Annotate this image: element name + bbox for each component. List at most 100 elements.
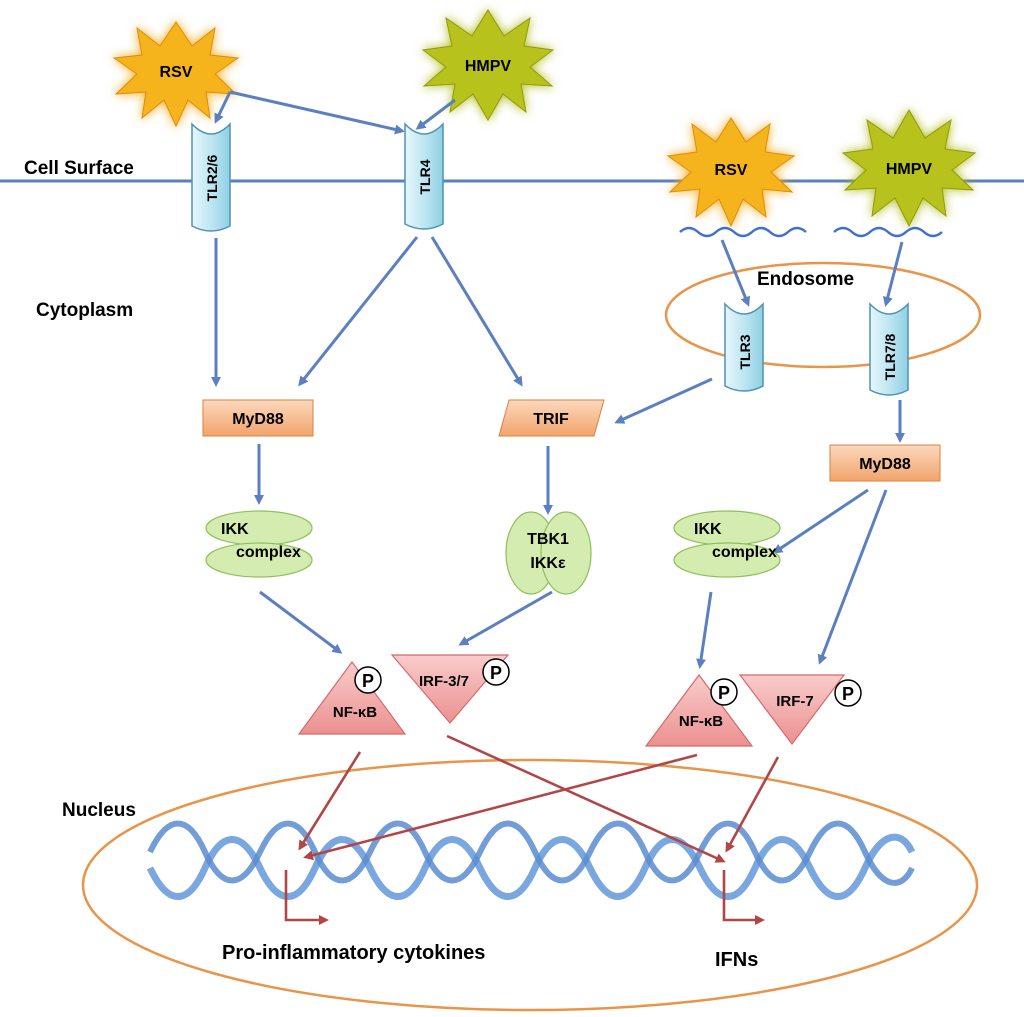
irf37-phospho-circle [482,658,510,686]
irf37-factor: IRF-3/7 P [390,654,510,724]
arrow-rsv-to-tlr26 [214,91,232,124]
tlr78-label: TLR7/8 [882,333,898,380]
tbk1-ikke-complex: TBK1 IKKε [505,511,592,595]
ikk-complex-left: IKK complex [205,510,313,578]
arrow-irf7-to-ifn-gene [725,756,780,853]
tlr3-receptor-shape [724,302,764,392]
arrow-rsv-rna-to-tlr3 [720,239,750,307]
myd88-right-label: MyD88 [859,456,911,473]
dna-strand-b [147,820,915,886]
tbk1-label-line1: TBK1 [527,531,569,548]
arrow-myd88-to-irf7 [817,489,888,665]
nfkb-left-label: NF-κB [333,704,377,721]
ikk-right-bottom-ellipse [673,542,781,578]
rsv-endosome-virus: RSV [666,117,796,228]
tlr78-receptor-shape [869,302,909,396]
ikk-left-label-line1: IKK [221,521,249,538]
nfkb-right-triangle [644,673,754,747]
rsv-surface-label: RSV [160,64,193,81]
ifns-label: IFNs [715,949,758,971]
nucleus-compartment [81,758,979,1012]
arrow-tbk1-to-irf37 [458,590,553,646]
arrow-hmpv-to-tlr4 [415,98,456,130]
trif-adaptor: TRIF [498,399,605,437]
irf7-label: IRF-7 [776,693,814,710]
myd88-left-box [202,399,314,437]
cytokines-label: Pro-inflammatory cytokines [222,942,485,964]
hmpv-endosome-virus: HMPV [841,108,977,228]
nfkb-left-factor: NF-κB P [297,660,407,735]
arrow-nfkb-right-to-cytokine-gene [303,753,698,861]
tbk1-label-line2: IKKε [530,555,566,572]
rsv-viral-rna [679,226,807,238]
endosome-label: Endosome [757,269,854,290]
arrow-rsv-to-tlr4 [229,90,405,135]
arrow-cytokine-transcription [284,870,329,925]
myd88-right-box [829,444,941,482]
arrow-ifn-transcription [722,870,765,925]
dna-helix [146,820,916,900]
irf7-phospho-label: P [842,684,854,704]
arrow-hmpv-rna-to-tlr78 [882,241,904,307]
irf7-factor: IRF-7 P [738,674,862,745]
nfkb-left-phospho-label: P [362,671,374,691]
arrow-irf37-to-ifn-gene [446,734,726,863]
arrow-myd88-to-ikk-right [772,488,869,554]
hmpv-viral-rna [833,226,943,238]
ikk-complex-right: IKK complex [673,510,781,578]
ikk-right-label-line1: IKK [694,521,722,538]
arrow-tlr4-to-myd88 [298,236,419,387]
nfkb-right-phospho-circle [710,678,738,706]
tlr78-receptor: TLR7/8 [869,302,909,396]
hmpv-endosome-label: HMPV [886,161,933,178]
myd88-right-adaptor: MyD88 [829,444,941,482]
hmpv-surface-label: HMPV [465,58,512,75]
ikk-left-label-line2: complex [236,544,301,561]
rsv-surface-star [112,21,240,128]
trif-box [498,399,605,437]
tlr3-label: TLR3 [737,334,753,369]
irf7-triangle [738,674,846,745]
tlr26-label: TLR2/6 [204,154,220,201]
arrow-ikk-right-to-nfkb [696,591,713,669]
rsv-endosome-star [666,117,796,228]
tlr3-receptor: TLR3 [724,302,764,392]
irf7-phospho-circle [834,679,862,707]
ikk-right-label-line2: complex [712,544,777,561]
irf37-phospho-label: P [490,663,502,683]
tlr4-label: TLR4 [417,159,433,194]
nfkb-right-label: NF-κB [679,713,723,730]
blue-signal-arrows [211,90,905,669]
tbk1-right-lobe [540,511,592,595]
trif-label: TRIF [533,411,569,428]
endosome-compartment [664,261,982,369]
hmpv-endosome-star [841,108,977,228]
nfkb-right-factor: NF-κB P [644,673,754,747]
arrow-tlr3-to-trif [614,377,713,424]
nfkb-left-triangle [297,660,407,735]
tlr26-receptor-shape [191,122,231,232]
ikk-left-bottom-ellipse [205,542,313,578]
cytoplasm-label: Cytoplasm [36,300,133,321]
hmpv-surface-virus: HMPV [421,9,555,122]
tlr4-receptor: TLR4 [404,122,444,230]
cell-surface-label: Cell Surface [24,158,134,179]
tlr26-receptor: TLR2/6 [191,122,231,232]
ikk-right-top-ellipse [673,510,781,546]
arrow-ikk-left-to-nfkb [259,590,343,654]
arrow-tlr4-to-trif [430,236,523,387]
myd88-left-adaptor: MyD88 [202,399,314,437]
dna-strand-a [146,833,916,900]
rsv-surface-virus: RSV [112,21,240,128]
nucleus-label: Nucleus [62,800,136,821]
nfkb-left-phospho-circle [354,666,382,694]
nfkb-right-phospho-label: P [718,683,730,703]
red-nuclear-arrows [284,734,780,925]
myd88-left-label: MyD88 [232,411,284,428]
arrow-nfkb-left-to-cytokine-gene [298,751,362,851]
irf37-label: IRF-3/7 [419,673,469,690]
rsv-endosome-label: RSV [715,162,748,179]
irf37-triangle [390,654,510,724]
tlr4-receptor-shape [404,122,444,230]
